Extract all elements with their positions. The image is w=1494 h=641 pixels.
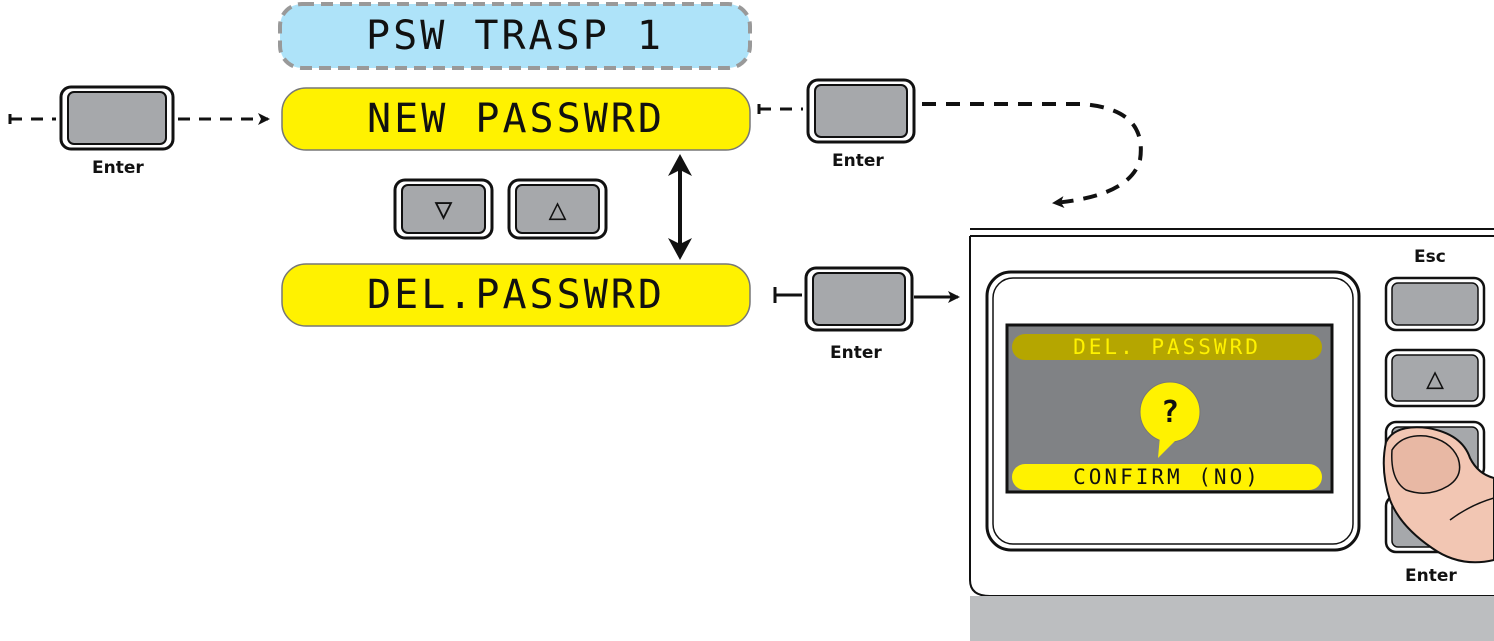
fingernail-icon bbox=[1391, 435, 1461, 494]
enter-key-right-top-face[interactable] bbox=[814, 84, 908, 138]
up-arrow-icon: △ bbox=[548, 191, 567, 227]
esc-key-label: Esc bbox=[1414, 247, 1446, 267]
menu-item-del-password-pill[interactable] bbox=[281, 263, 751, 327]
menu-item-new-password[interactable]: NEW PASSWRD bbox=[367, 96, 665, 142]
device-enter-key-label: Enter bbox=[1405, 566, 1457, 586]
enter-key-left-face[interactable] bbox=[67, 91, 167, 145]
up-key-face[interactable] bbox=[515, 184, 600, 234]
lcd-title-text: DEL. PASSWRD bbox=[1073, 335, 1261, 359]
curved-connector-arrow bbox=[922, 102, 1143, 209]
lcd-question-mark: ? bbox=[1160, 394, 1180, 430]
menu-item-del-password[interactable]: DEL.PASSWRD bbox=[367, 272, 665, 318]
device-up-key-face[interactable] bbox=[1391, 354, 1479, 402]
lcd-title-bar bbox=[1012, 334, 1322, 360]
device-up-arrow-icon: △ bbox=[1425, 360, 1445, 396]
esc-key-face[interactable] bbox=[1391, 282, 1479, 326]
down-arrow-icon: ▽ bbox=[434, 191, 453, 227]
enter-key-left-label: Enter bbox=[92, 158, 144, 178]
lcd-confirm-bar bbox=[1012, 464, 1322, 490]
menu-header-label: PSW TRASP 1 bbox=[366, 13, 664, 59]
enter-key-right-bottom-label: Enter bbox=[830, 343, 882, 363]
double-arrow-up-head bbox=[668, 154, 692, 176]
screen-bezel-inner bbox=[992, 277, 1354, 545]
device-bottom-base bbox=[970, 596, 1494, 641]
down-key-face[interactable] bbox=[401, 184, 486, 234]
enter-key-right-bottom-face[interactable] bbox=[812, 272, 906, 326]
menu-item-new-password-pill[interactable] bbox=[281, 87, 751, 151]
lcd-confirm-text: CONFIRM (NO) bbox=[1073, 465, 1261, 489]
finger-crease bbox=[1449, 497, 1494, 521]
enter-key-right-top-label: Enter bbox=[832, 151, 884, 171]
menu-header-pill bbox=[278, 2, 752, 70]
double-arrow-down-head bbox=[668, 238, 692, 260]
question-bubble-tail bbox=[1158, 436, 1178, 458]
